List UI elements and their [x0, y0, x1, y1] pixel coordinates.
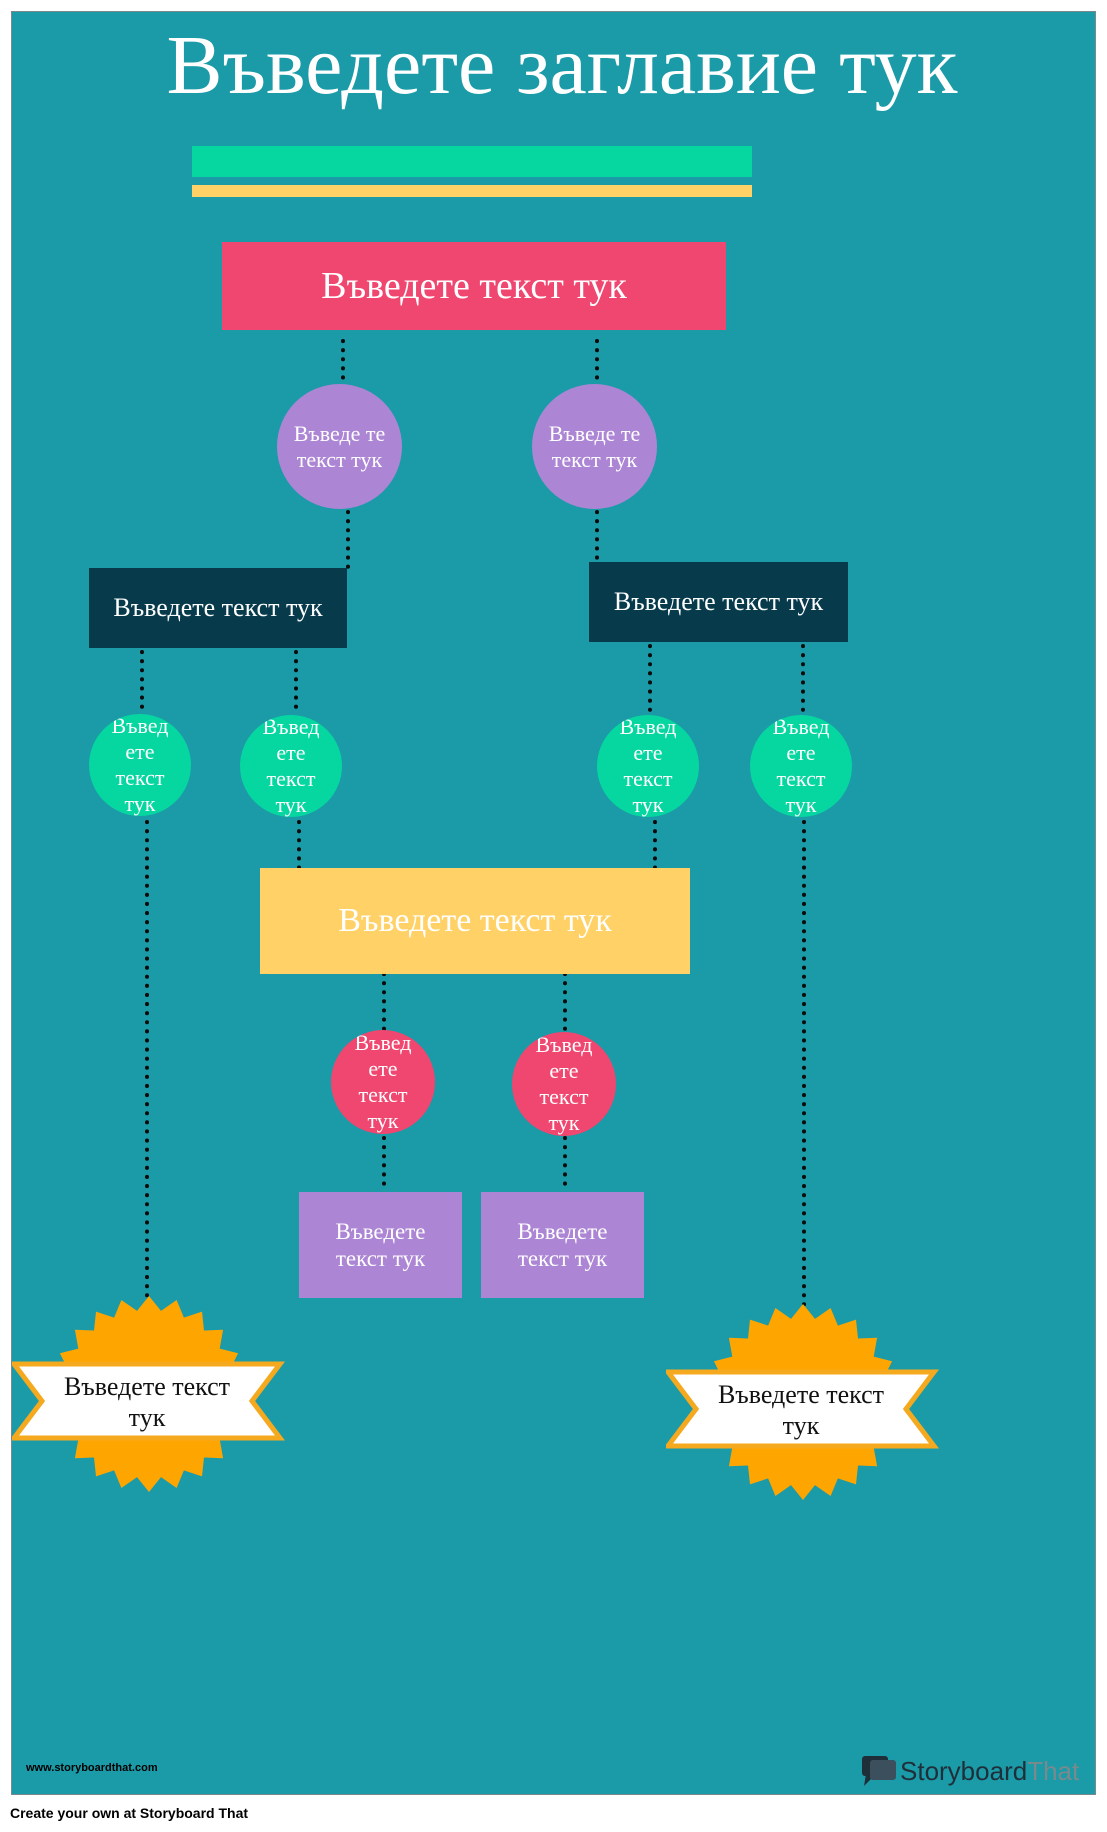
- storyboardthat-logo: StoryboardThat: [862, 1756, 1080, 1786]
- footer-url: www.storyboardthat.com: [26, 1762, 158, 1774]
- purple-circle-left: Въведе те текст тук: [277, 384, 402, 509]
- seal-label-right: Въведете текст тук: [717, 1380, 885, 1440]
- infographic-poster: Въведете заглавие тук Въведете текст тук…: [11, 11, 1096, 1795]
- speech-bubble-icon: [862, 1756, 896, 1786]
- seal-badge-left: [12, 1296, 286, 1492]
- yellow-box: Въведете текст тук: [260, 868, 690, 974]
- svg-text:StoryboardThat: StoryboardThat: [900, 1756, 1080, 1786]
- navy-box-right: Въведете текст тук: [589, 562, 848, 642]
- seal-badge-right: [666, 1304, 940, 1500]
- pink-circle-1: Въвед ете текст тук: [331, 1030, 435, 1134]
- connector-lines: [140, 339, 806, 1308]
- top-pink-box: Въведете текст тук: [222, 242, 726, 330]
- pink-circle-2: Въвед ете текст тук: [512, 1032, 616, 1136]
- bottom-caption: Create your own at Storyboard That: [10, 1805, 249, 1821]
- purple-circle-right: Въведе те текст тук: [532, 384, 657, 509]
- green-circle-3: Въвед ете текст тук: [597, 715, 699, 817]
- seal-ribbon-right: [666, 1369, 940, 1449]
- green-circle-4: Въвед ете текст тук: [750, 715, 852, 817]
- navy-box-left: Въведете текст тук: [89, 568, 347, 648]
- brand-that: That: [1027, 1756, 1080, 1786]
- purple-box-1: Въведете текст тук: [299, 1192, 462, 1298]
- green-divider-bar: [192, 146, 752, 177]
- page-title: Въведете заглавие тук: [166, 20, 958, 112]
- seal-ribbon-left: [12, 1361, 286, 1441]
- green-circle-1: Въвед ете текст тук: [89, 714, 191, 816]
- brand-storyboard: Storyboard: [900, 1756, 1027, 1786]
- seal-label-left: Въведете текст тук: [63, 1372, 231, 1432]
- green-circle-2: Въвед ете текст тук: [240, 715, 342, 817]
- purple-box-2: Въведете текст тук: [481, 1192, 644, 1298]
- yellow-divider-bar: [192, 185, 752, 197]
